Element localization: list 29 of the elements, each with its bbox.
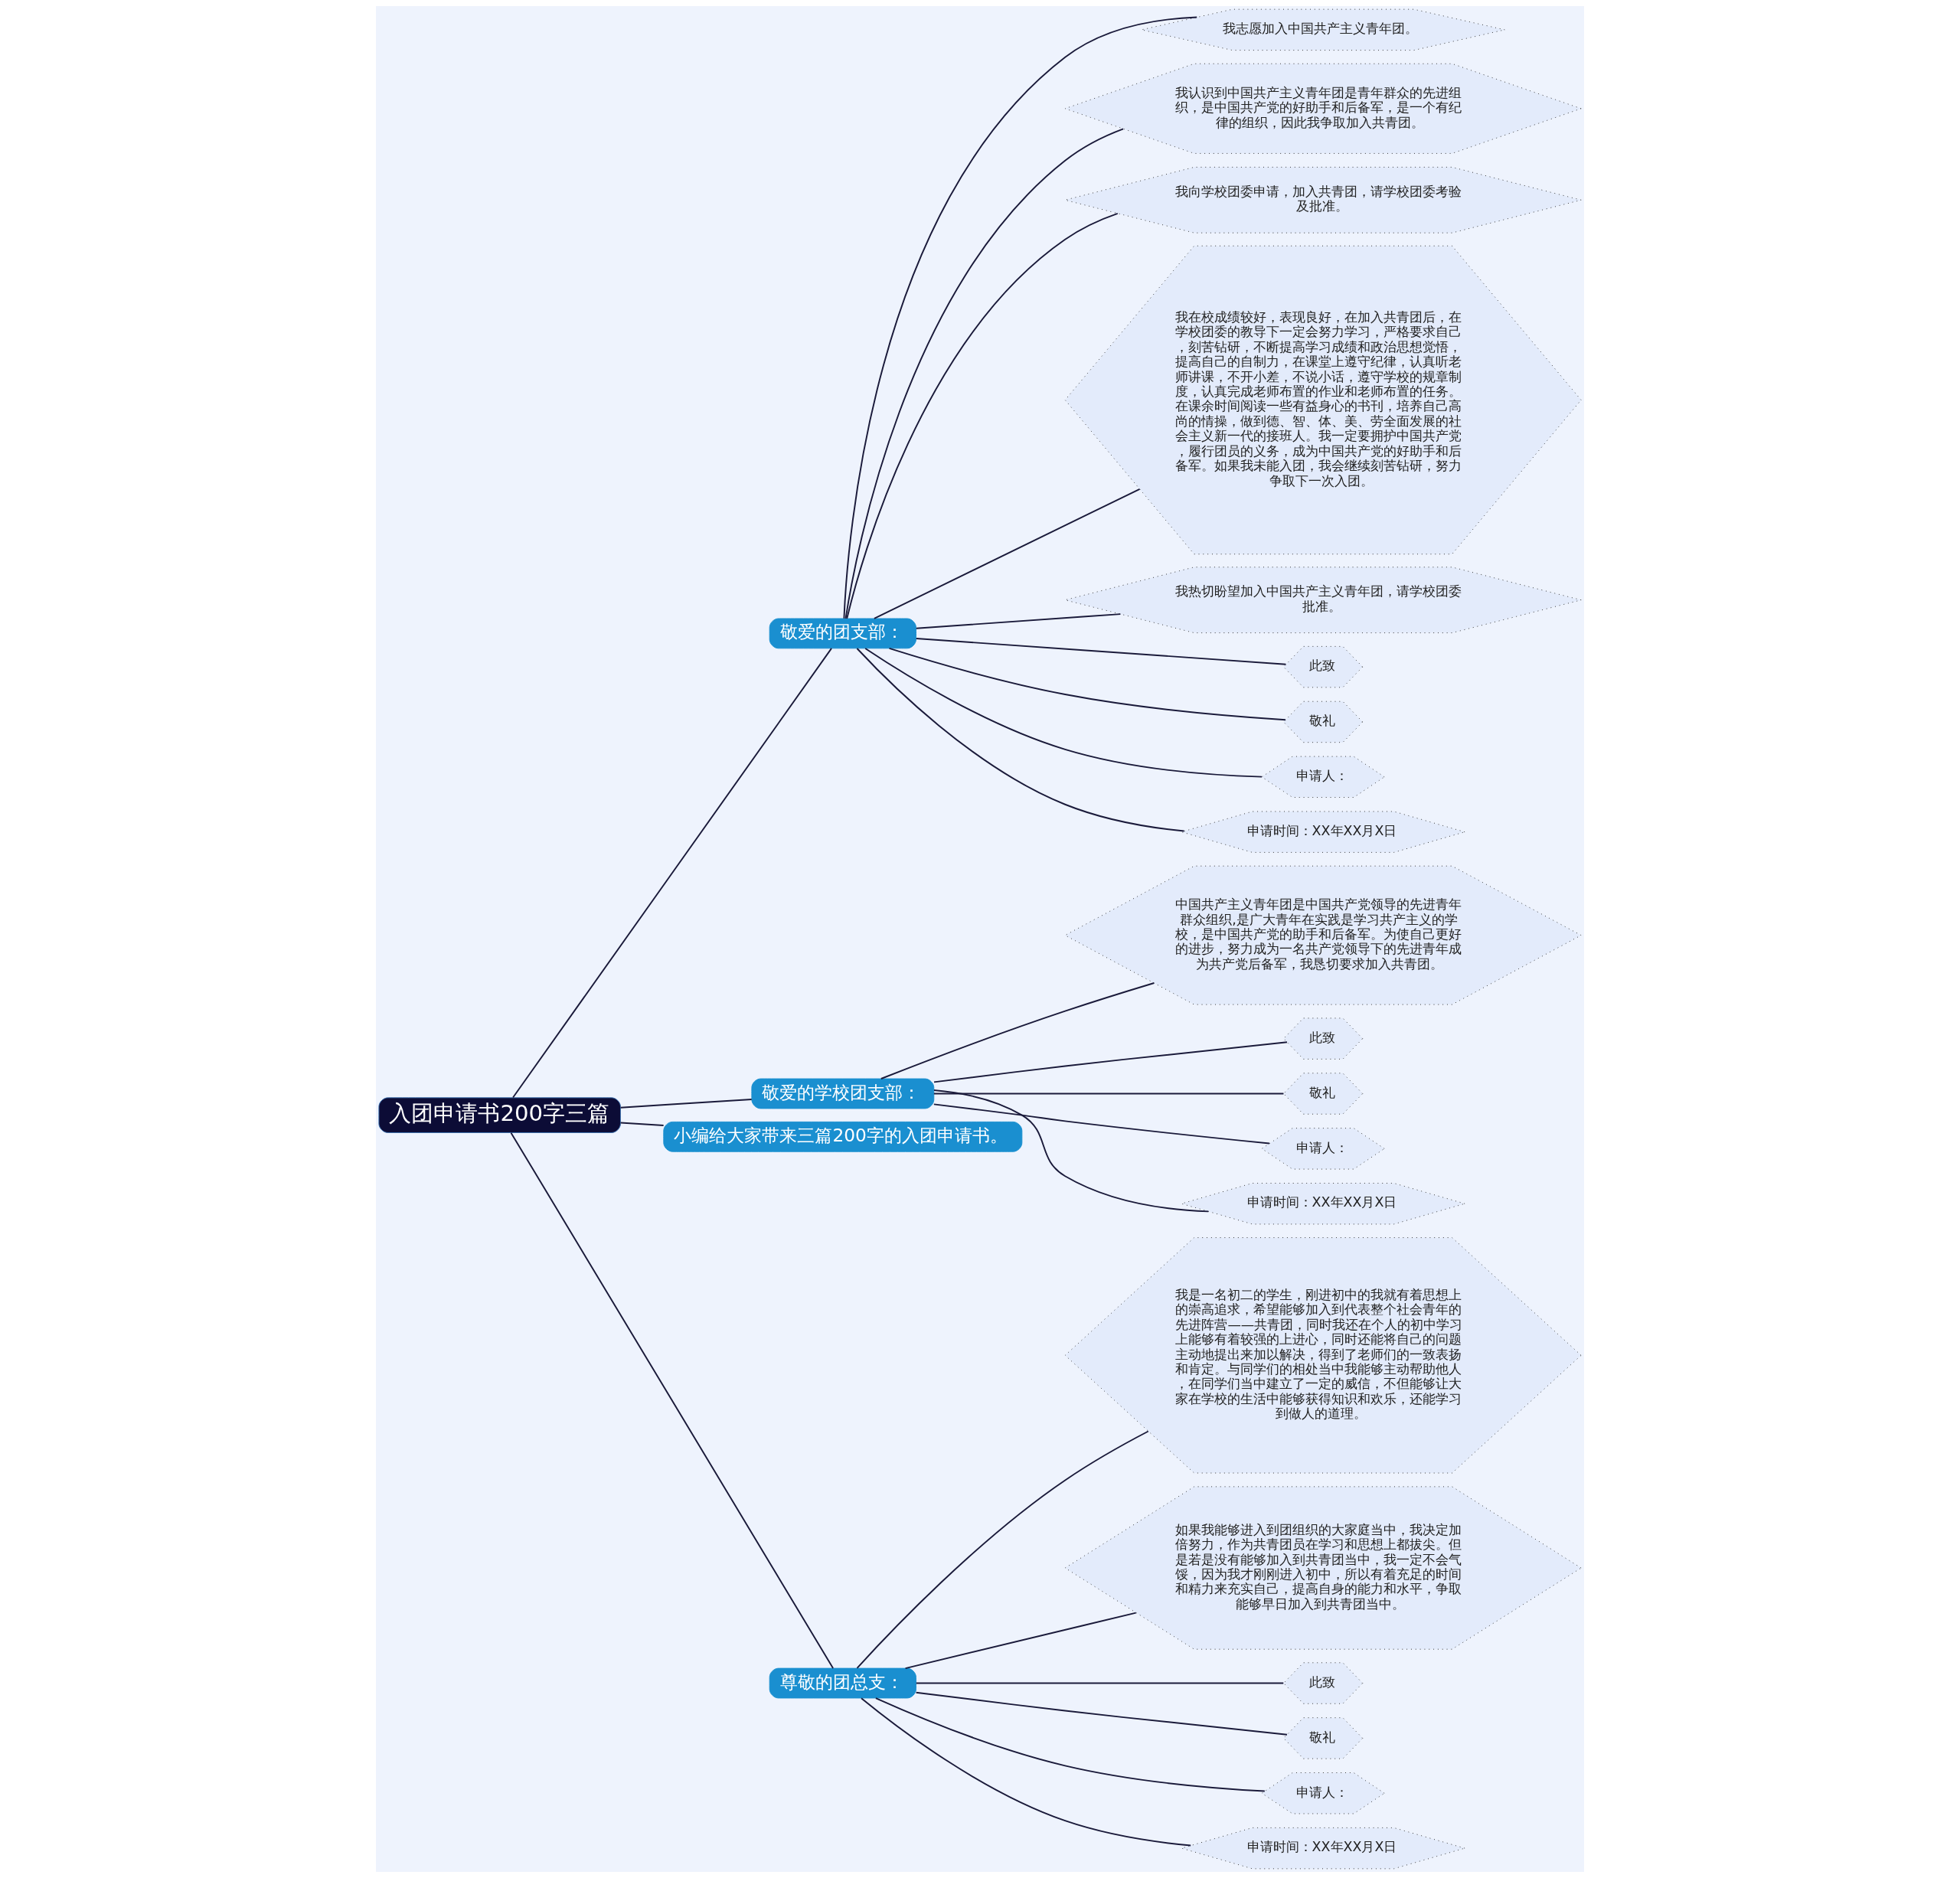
connector <box>933 1093 1285 1095</box>
connector <box>846 212 1119 619</box>
node-box: 敬爱的团支部： <box>769 618 916 649</box>
connector <box>904 1612 1137 1670</box>
connector <box>915 613 1122 629</box>
node-box: 尊敬的团总支： <box>769 1667 916 1699</box>
node-box: 入团申请书200字三篇 <box>378 1097 621 1133</box>
connector <box>843 16 1198 619</box>
connector <box>856 1430 1149 1669</box>
connector <box>861 1697 1192 1847</box>
connector <box>933 1089 1210 1213</box>
connector <box>933 1103 1270 1145</box>
connector <box>864 648 1263 778</box>
node-box: 小编给大家带来三篇200字的入团申请书。 <box>663 1121 1023 1152</box>
connector <box>915 638 1287 665</box>
connector <box>933 1041 1288 1083</box>
connector <box>856 648 1185 832</box>
connector <box>844 128 1125 619</box>
connector <box>619 1098 753 1109</box>
connector <box>880 982 1155 1079</box>
connector <box>619 1122 665 1127</box>
connector <box>915 1691 1288 1736</box>
connector <box>915 1682 1285 1684</box>
connector <box>512 647 832 1099</box>
connector <box>510 1132 835 1669</box>
connector <box>874 1697 1266 1792</box>
node-box: 敬爱的学校团支部： <box>751 1078 935 1109</box>
connector <box>888 647 1286 721</box>
connector <box>873 488 1141 619</box>
